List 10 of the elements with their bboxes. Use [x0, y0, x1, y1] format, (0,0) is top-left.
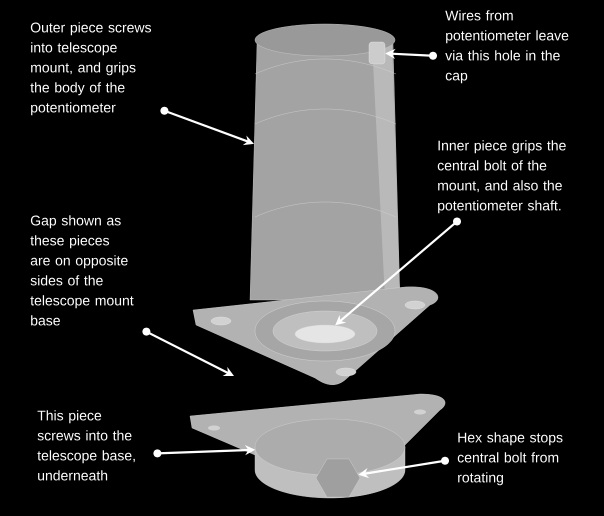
- callout-text: Gap shown as these pieces are on opposite sides of the telescope mount base: [30, 215, 134, 326]
- callout-text: Inner piece grips the central bolt of the mount, and also the potentiometer shaft.: [438, 140, 566, 214]
- cable-hole: [368, 42, 386, 64]
- callout-text: Wires from potentiometer leave via this hole in the cap: [445, 10, 568, 84]
- callout-text: This piece screws into the telescope base, underneath: [37, 410, 135, 480]
- hex-socket: [316, 458, 360, 498]
- center-bore: [294, 324, 356, 344]
- callout-text: Hex shape stops central bolt from rotating: [458, 432, 563, 486]
- callout-text: Outer piece screws into telescope mount, and grips the body of the potentiometer: [30, 22, 152, 116]
- base-boss: [254, 418, 406, 476]
